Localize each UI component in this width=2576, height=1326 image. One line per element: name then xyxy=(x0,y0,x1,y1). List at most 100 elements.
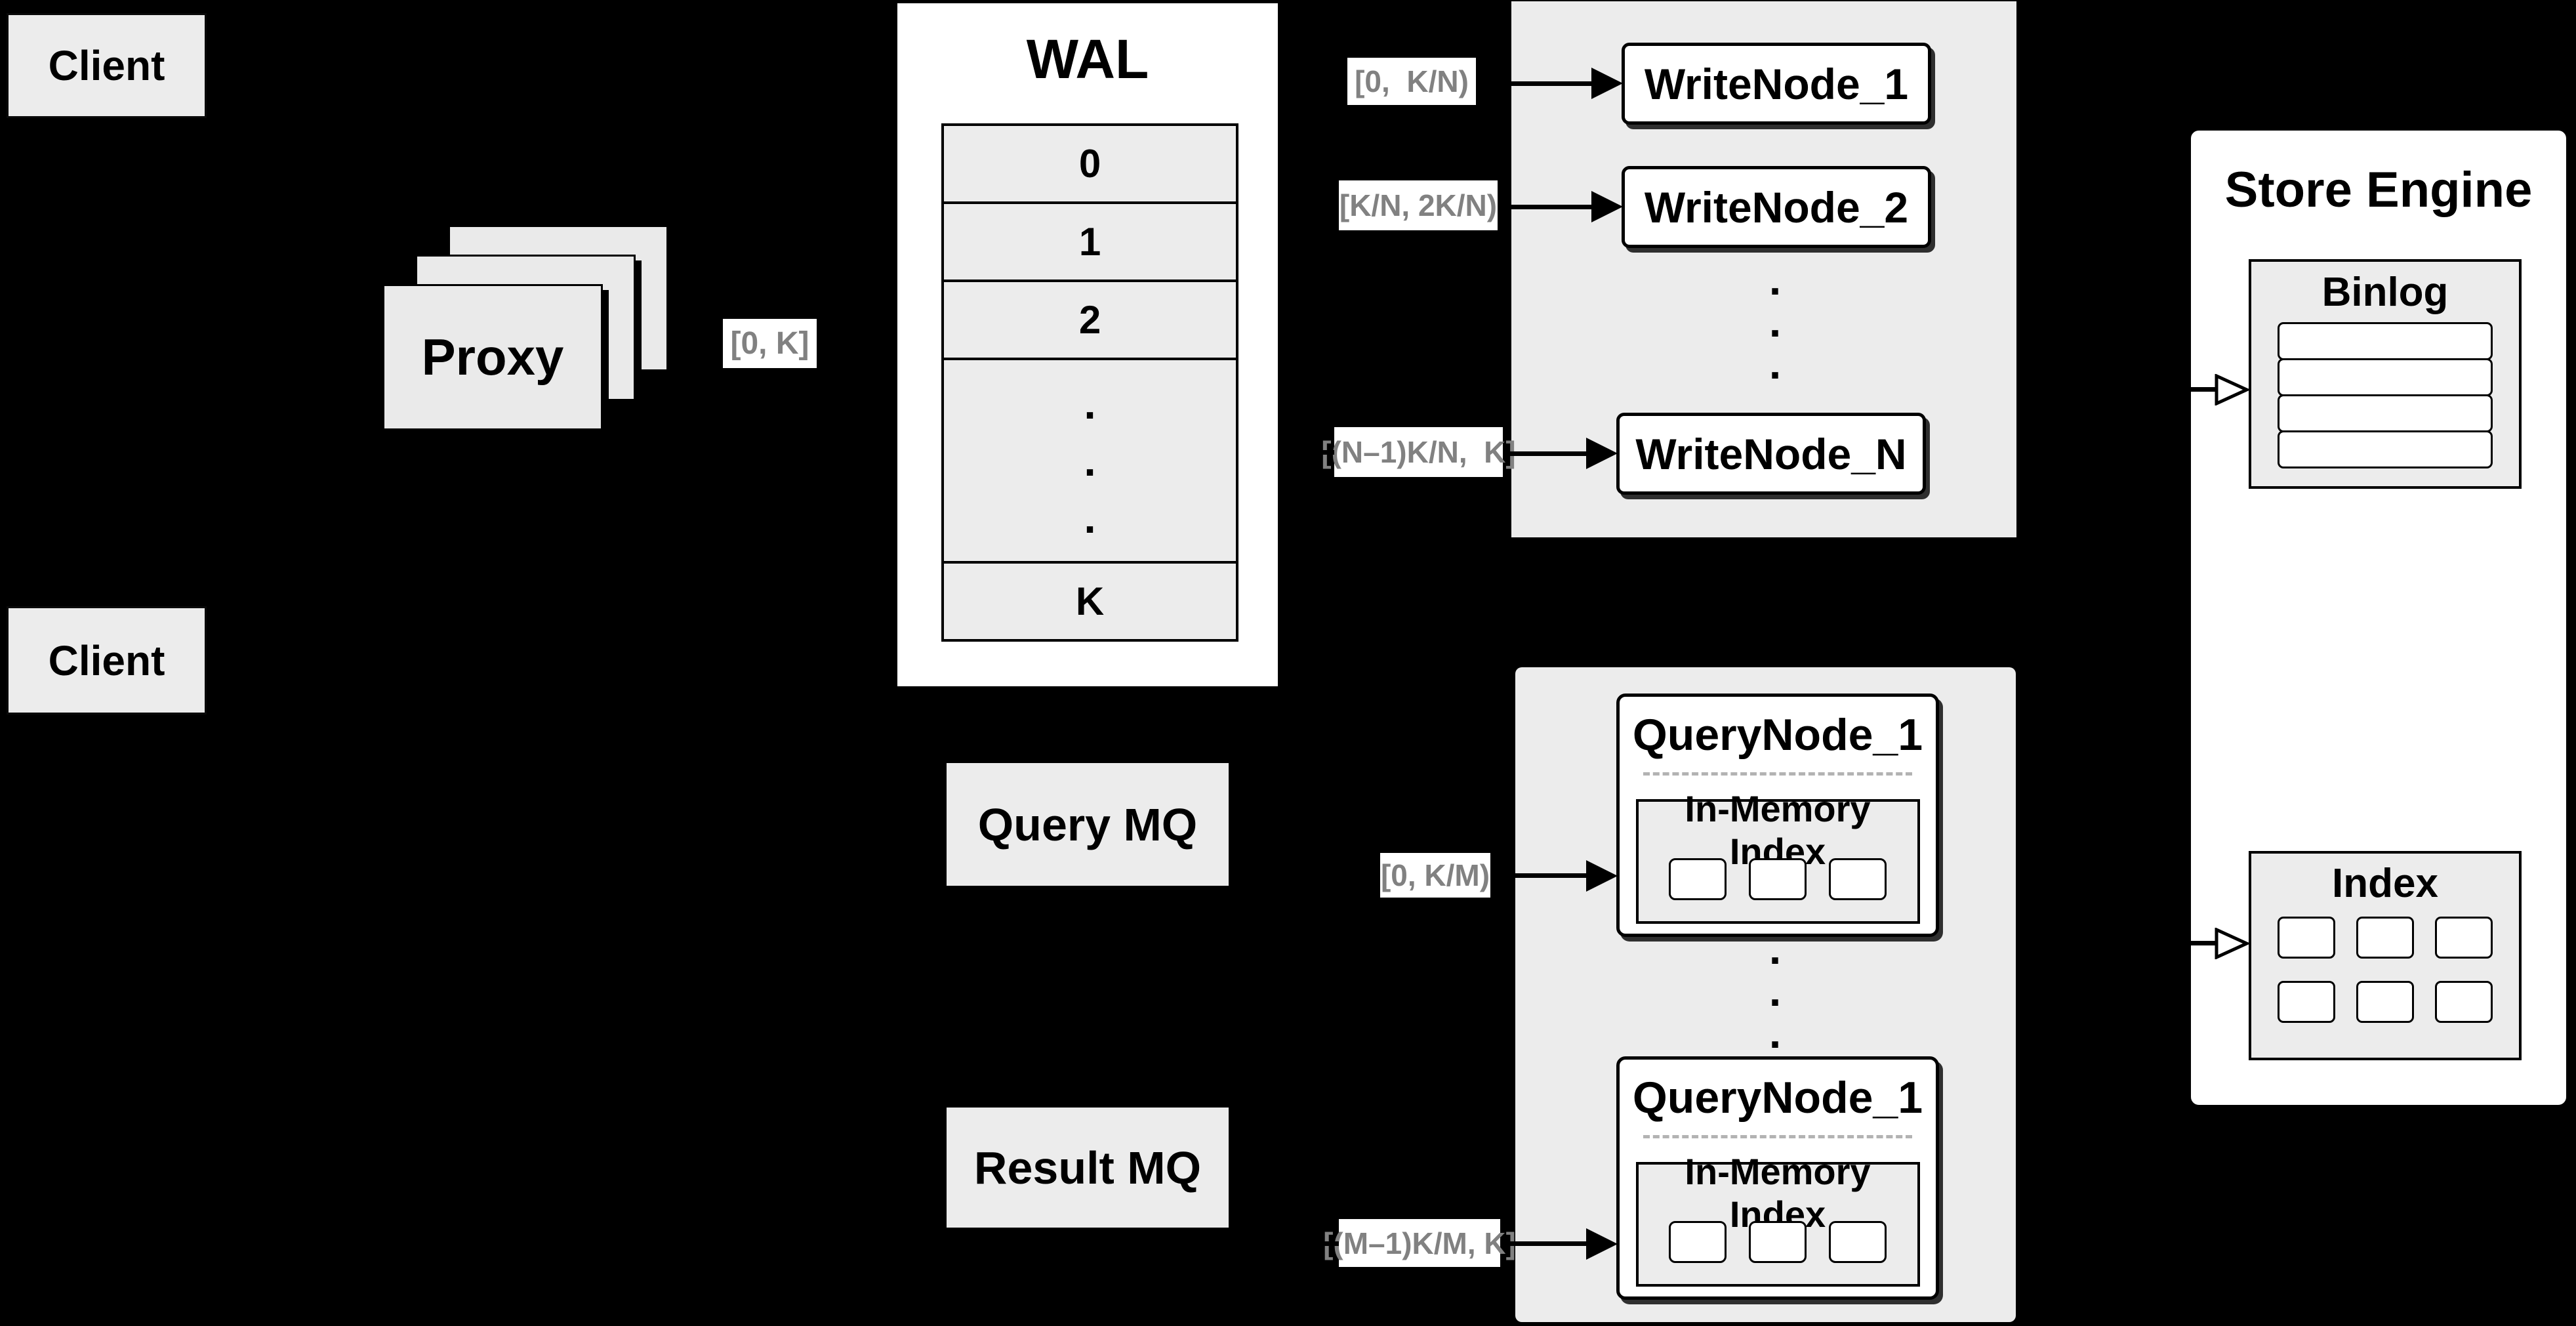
memory-segment xyxy=(1749,1221,1807,1263)
memory-segment-row xyxy=(1639,858,1917,900)
in-memory-index-title-text: In-Memory Index xyxy=(1685,788,1871,872)
binlog-row xyxy=(2278,322,2493,360)
memory-segment xyxy=(1669,1221,1727,1263)
arrow-head-query-2-icon xyxy=(1586,1228,1618,1260)
wal-title: WAL xyxy=(895,26,1280,92)
dot: . xyxy=(1084,379,1096,428)
query-mq-label: Query MQ xyxy=(977,798,1198,850)
arrow-line-binlog xyxy=(2125,387,2217,392)
index-cell xyxy=(2435,981,2493,1023)
dot: . xyxy=(1084,493,1096,542)
resultmq-to-label-connector xyxy=(1229,1241,1339,1246)
proxy-box: Proxy xyxy=(382,284,603,430)
index-title: Index xyxy=(2251,854,2519,913)
query-node-2-title: QueryNode_1 xyxy=(1620,1060,1936,1135)
write-node-n-box: WriteNode_N xyxy=(1616,413,1926,495)
write-range-n-label: [(N–1)K/N, K] xyxy=(1321,427,1516,477)
proxy-range-text: [0, K] xyxy=(730,326,809,361)
wal-title-text: WAL xyxy=(1026,28,1149,90)
binlog-row xyxy=(2278,358,2493,396)
wal-to-write-n-connector xyxy=(1280,450,1334,455)
binlog-rows xyxy=(2251,322,2519,468)
dot: . xyxy=(1768,966,1782,1015)
write-range-2-text: [K/N, 2K/N) xyxy=(1339,188,1498,222)
write-range-2-label: [K/N, 2K/N) xyxy=(1339,180,1498,230)
query-range-1-text: [0, K/M) xyxy=(1380,858,1490,892)
wal-cell-k: K xyxy=(944,561,1236,639)
write-node-1-label: WriteNode_1 xyxy=(1644,59,1909,108)
wal-cell-1: 1 xyxy=(944,201,1236,280)
dashed-divider xyxy=(1643,772,1912,776)
dashed-divider xyxy=(1643,1135,1912,1138)
index-cell xyxy=(2278,917,2335,959)
write-node-2-box: WriteNode_2 xyxy=(1622,166,1931,248)
write-node-n-label: WriteNode_N xyxy=(1635,429,1907,478)
dot: . xyxy=(1768,339,1782,388)
index-cell-row xyxy=(2251,917,2519,959)
wal-cell-1-text: 1 xyxy=(1078,220,1101,264)
wal-cell-ellipsis: . . . xyxy=(944,358,1236,561)
query-node-1-title-text: QueryNode_1 xyxy=(1632,709,1923,760)
in-memory-index-title: In-Memory Index xyxy=(1639,788,1917,872)
write-range-1-text: [0, K/N) xyxy=(1355,64,1469,98)
in-memory-index-title: In-Memory Index xyxy=(1639,1151,1917,1235)
query-node-2-box: QueryNode_1 In-Memory Index xyxy=(1616,1056,1939,1300)
arrow-head-query-1-icon xyxy=(1586,860,1618,892)
wal-cell-0-text: 0 xyxy=(1078,142,1101,186)
wal-to-write-1-connector xyxy=(1280,79,1347,84)
memory-segment xyxy=(1829,1221,1887,1263)
open-arrow-head-binlog-icon xyxy=(2215,374,2249,405)
memory-segment xyxy=(1669,858,1727,900)
store-engine-title-text: Store Engine xyxy=(2224,161,2533,218)
wal-cell-k-text: K xyxy=(1075,579,1105,623)
vertical-ellipsis: . . . xyxy=(1755,924,1795,1057)
index-cell-row xyxy=(2251,981,2519,1023)
write-range-n-text: [(N–1)K/N, K] xyxy=(1321,435,1516,469)
wal-cell-0: 0 xyxy=(944,126,1236,201)
arrow-line-write-1 xyxy=(1476,81,1594,86)
arrow-line-index xyxy=(2125,941,2217,945)
client-bottom-label: Client xyxy=(48,636,165,684)
arrow-line-write-2 xyxy=(1498,205,1594,209)
vertical-ellipsis: . . . xyxy=(1755,255,1795,388)
dot: . xyxy=(1768,297,1782,346)
wal-cell-2-text: 2 xyxy=(1078,298,1101,342)
binlog-row xyxy=(2278,430,2493,468)
arrow-line-write-n xyxy=(1503,451,1589,456)
store-engine-box: Store Engine Binlog Index xyxy=(2187,127,2570,1109)
client-bottom-box: Client xyxy=(7,606,207,715)
query-node-1-box: QueryNode_1 In-Memory Index xyxy=(1616,694,1939,937)
write-node-1-box: WriteNode_1 xyxy=(1622,43,1931,125)
dot: . xyxy=(1084,436,1096,485)
memory-segment xyxy=(1829,858,1887,900)
write-node-2-label: WriteNode_2 xyxy=(1644,182,1909,232)
store-engine-title: Store Engine xyxy=(2191,157,2566,222)
client-top-box: Client xyxy=(7,13,207,118)
arrow-line-query-2 xyxy=(1500,1241,1589,1246)
open-arrow-head-index-icon xyxy=(2215,928,2249,959)
arrow-head-write-2-icon xyxy=(1591,191,1623,222)
proxy-range-label: [0, K] xyxy=(723,319,817,368)
binlog-box: Binlog xyxy=(2249,259,2522,489)
index-box: Index xyxy=(2249,851,2522,1060)
query-mq-box: Query MQ xyxy=(947,763,1229,886)
memory-segment xyxy=(1749,858,1807,900)
index-cell xyxy=(2356,917,2414,959)
proxy-label: Proxy xyxy=(421,328,564,386)
index-title-text: Index xyxy=(2332,860,2438,906)
index-cell xyxy=(2435,917,2493,959)
arrow-head-write-n-icon xyxy=(1586,438,1618,469)
query-node-1-title: QueryNode_1 xyxy=(1620,697,1936,772)
dot: . xyxy=(1768,1008,1782,1057)
query-range-1-label: [0, K/M) xyxy=(1380,853,1490,898)
dot: . xyxy=(1768,255,1782,304)
dot: . xyxy=(1768,924,1782,973)
binlog-title: Binlog xyxy=(2251,262,2519,322)
result-mq-box: Result MQ xyxy=(947,1108,1229,1228)
query-node-2-title-text: QueryNode_1 xyxy=(1632,1072,1923,1123)
wal-to-write-2-connector xyxy=(1280,203,1339,208)
wal-cell-2: 2 xyxy=(944,280,1236,358)
write-range-1-label: [0, K/N) xyxy=(1347,58,1476,105)
index-cell xyxy=(2356,981,2414,1023)
